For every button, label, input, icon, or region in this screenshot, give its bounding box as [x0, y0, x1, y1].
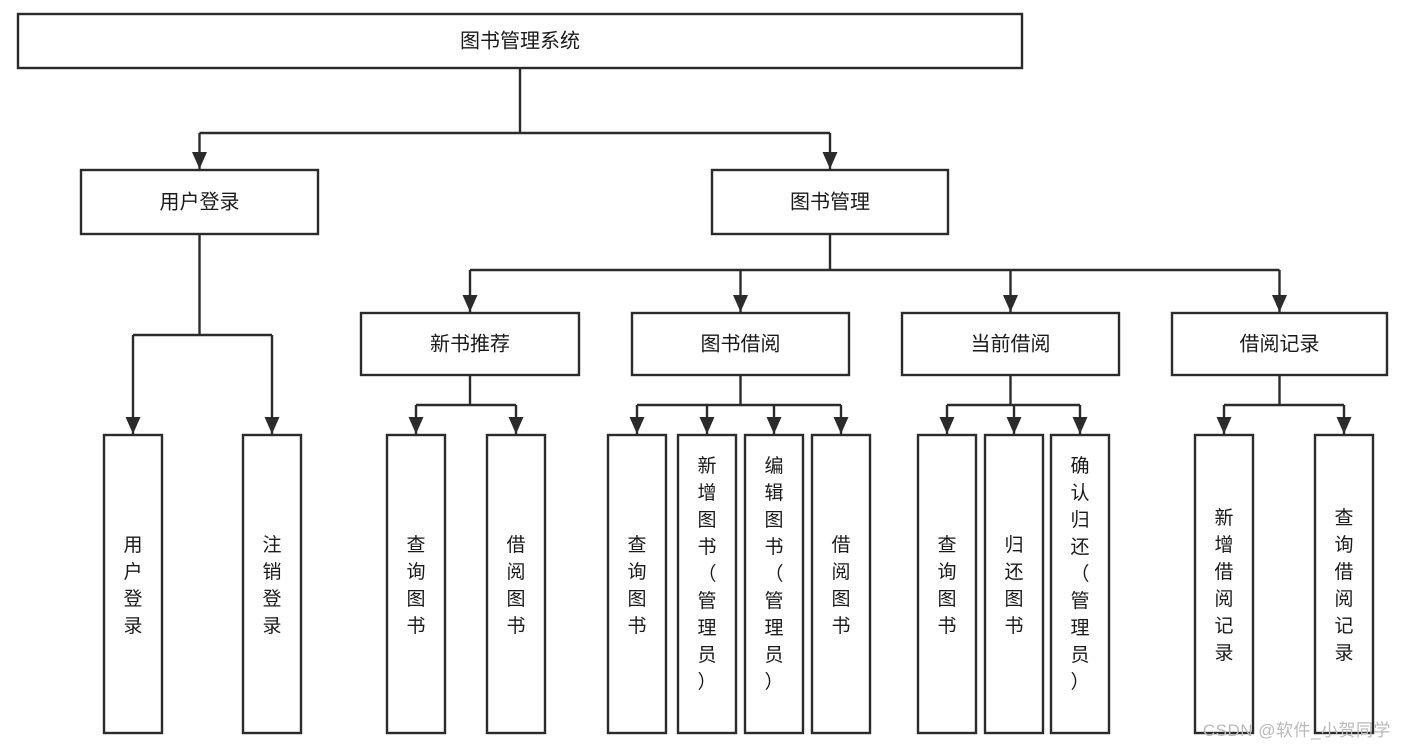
leaf-node-查询图书-label: 查询图书	[406, 534, 425, 637]
leaf-node-借阅图书-rect	[810, 433, 872, 735]
arrow-head-icon	[699, 417, 715, 434]
leaf-node-新增借阅记录[interactable]: 新增借阅记录	[1193, 433, 1255, 735]
level2-node-图书管理[interactable]: 图书管理	[710, 168, 950, 236]
arrow-head-icon	[125, 417, 141, 434]
leaf-node-确认归还管理员-rect	[1049, 433, 1111, 735]
level3-node-借阅记录-rect	[1170, 311, 1389, 377]
leaf-node-确认归还管理员[interactable]: 确认归还（管理员）	[1049, 433, 1111, 735]
leaf-node-注销登录-rect	[241, 433, 303, 735]
leaf-node-新增图书管理员-rect	[676, 433, 738, 735]
level3-node-当前借阅-label: 当前借阅	[971, 332, 1051, 355]
leaf-node-查询图书-rect	[606, 433, 668, 735]
level2-node-用户登录[interactable]: 用户登录	[79, 168, 320, 236]
arrow-head-icon	[508, 417, 524, 434]
leaf-node-借阅图书-rect	[485, 433, 547, 735]
level3-node-图书借阅-label: 图书借阅	[701, 332, 781, 355]
leaf-node-编辑图书管理员-label: 编辑图书（管理员）	[764, 455, 783, 693]
leaf-node-查询图书-rect	[385, 433, 447, 735]
level3-node-当前借阅-rect	[900, 311, 1121, 377]
leaf-node-用户登录-rect	[102, 433, 164, 735]
leaf-node-借阅图书-label: 借阅图书	[831, 534, 850, 637]
leaf-node-编辑图书管理员-rect	[743, 433, 805, 735]
leaf-node-新增借阅记录-label: 新增借阅记录	[1214, 507, 1233, 664]
node-layer: 图书管理系统用户登录图书管理新书推荐图书借阅当前借阅借阅记录用户登录注销登录查询…	[16, 12, 1389, 735]
level3-node-新书推荐-rect	[359, 311, 581, 377]
leaf-node-注销登录[interactable]: 注销登录	[241, 433, 303, 735]
arrow-head-icon	[264, 417, 280, 434]
arrow-head-icon	[462, 295, 478, 312]
level3-node-图书借阅[interactable]: 图书借阅	[630, 311, 851, 377]
leaf-node-注销登录-label: 注销登录	[262, 534, 281, 637]
arrow-head-icon	[1336, 417, 1352, 434]
leaf-node-归还图书-rect	[983, 433, 1045, 735]
connector-layer	[125, 68, 1352, 434]
level2-node-用户登录-rect	[79, 168, 320, 236]
level3-node-借阅记录[interactable]: 借阅记录	[1170, 311, 1389, 377]
leaf-node-查询图书-rect	[916, 433, 978, 735]
arrow-head-icon	[1003, 295, 1018, 312]
leaf-node-用户登录[interactable]: 用户登录	[102, 433, 164, 735]
level3-node-新书推荐-label: 新书推荐	[430, 332, 510, 355]
level2-node-用户登录-label: 用户登录	[160, 190, 240, 213]
leaf-node-编辑图书管理员[interactable]: 编辑图书（管理员）	[743, 433, 805, 735]
arrow-head-icon	[939, 417, 955, 434]
arrow-head-icon	[192, 152, 207, 169]
leaf-node-确认归还管理员-label: 确认归还（管理员）	[1070, 455, 1089, 693]
leaf-node-用户登录-label: 用户登录	[123, 535, 142, 637]
leaf-node-借阅图书-label: 借阅图书	[506, 534, 525, 637]
leaf-node-新增图书管理员-label: 新增图书（管理员）	[697, 455, 716, 693]
level3-node-当前借阅[interactable]: 当前借阅	[900, 311, 1121, 377]
arrow-head-icon	[766, 417, 782, 434]
leaf-node-借阅图书[interactable]: 借阅图书	[810, 433, 872, 735]
arrow-head-icon	[1072, 417, 1088, 434]
root-node-图书管理系统[interactable]: 图书管理系统	[16, 12, 1024, 70]
leaf-node-查询图书-label: 查询图书	[937, 534, 956, 637]
arrow-head-icon	[629, 417, 645, 434]
arrow-head-icon	[822, 152, 838, 169]
leaf-node-查询借阅记录-label: 查询借阅记录	[1334, 507, 1353, 664]
leaf-node-查询图书[interactable]: 查询图书	[606, 433, 668, 735]
root-node-图书管理系统-rect	[16, 12, 1024, 70]
arrow-head-icon	[733, 295, 748, 312]
level2-node-图书管理-rect	[710, 168, 950, 236]
root-node-图书管理系统-label: 图书管理系统	[460, 29, 580, 52]
leaf-node-归还图书[interactable]: 归还图书	[983, 433, 1045, 735]
level2-node-图书管理-label: 图书管理	[790, 190, 870, 213]
leaf-node-新增借阅记录-rect	[1193, 433, 1255, 735]
leaf-node-查询图书-label: 查询图书	[627, 534, 646, 637]
level3-node-图书借阅-rect	[630, 311, 851, 377]
leaf-node-查询图书[interactable]: 查询图书	[916, 433, 978, 735]
arrow-head-icon	[1006, 417, 1022, 434]
arrow-head-icon	[1216, 417, 1232, 434]
leaf-node-新增图书管理员[interactable]: 新增图书（管理员）	[676, 433, 738, 735]
arrow-head-icon	[1272, 295, 1287, 312]
leaf-node-归还图书-label: 归还图书	[1004, 534, 1023, 637]
arrow-head-icon	[408, 417, 424, 434]
arrow-head-icon	[833, 417, 849, 434]
leaf-node-查询图书[interactable]: 查询图书	[385, 433, 447, 735]
leaf-node-借阅图书[interactable]: 借阅图书	[485, 433, 547, 735]
leaf-node-查询借阅记录-rect	[1313, 433, 1375, 735]
level3-node-借阅记录-label: 借阅记录	[1240, 332, 1320, 355]
leaf-node-查询借阅记录[interactable]: 查询借阅记录	[1313, 433, 1375, 735]
level3-node-新书推荐[interactable]: 新书推荐	[359, 311, 581, 377]
